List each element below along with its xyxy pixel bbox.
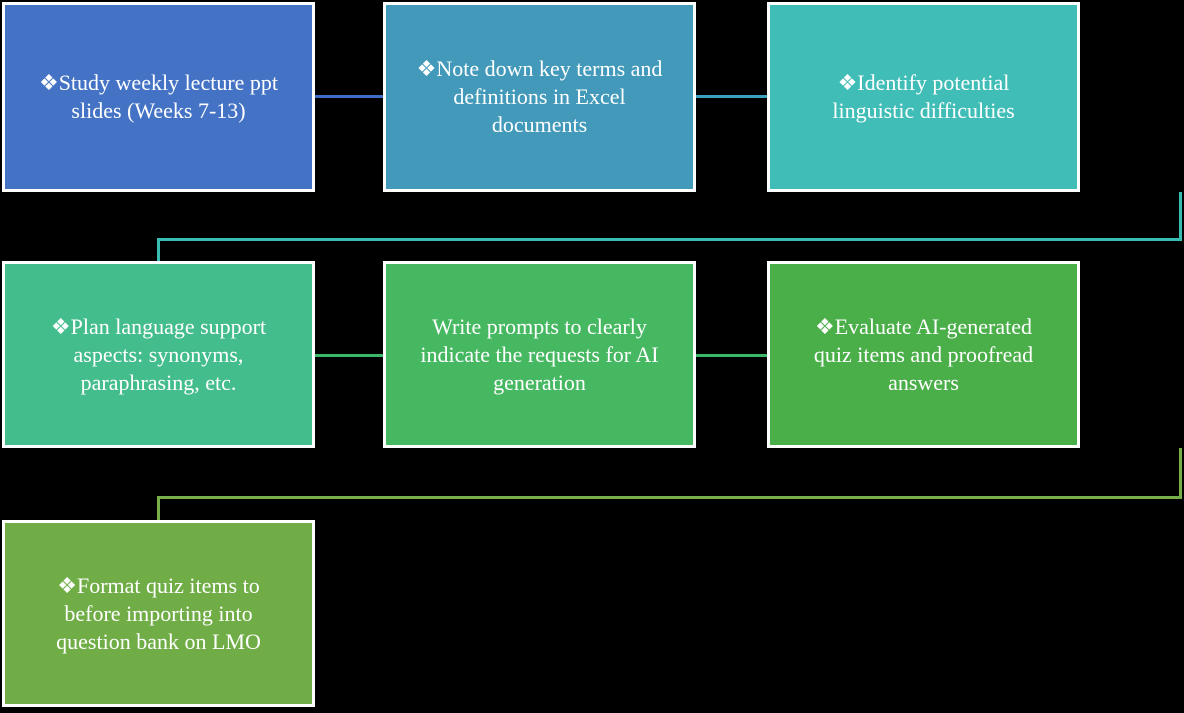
connector-step3-step4-vertical-right	[1179, 192, 1182, 241]
flow-step-1-box: ❖Study weekly lecture ppt slides (Weeks …	[2, 2, 315, 192]
flow-step-2-box: ❖Note down key terms and definitions in …	[383, 2, 696, 192]
connector-step6-step7-vertical-drop	[157, 499, 160, 520]
flow-step-6-box: ❖Evaluate AI-generated quiz items and pr…	[767, 261, 1080, 448]
flow-step-2-label: ❖Note down key terms and definitions in …	[416, 56, 663, 137]
flow-step-7-box: ❖Format quiz items to before importing i…	[2, 520, 315, 707]
connector-step3-step4-horizontal	[157, 238, 1182, 241]
flow-step-3-box: ❖Identify potential linguistic difficult…	[767, 2, 1080, 192]
flow-step-1-label: ❖Study weekly lecture ppt slides (Weeks …	[38, 70, 279, 123]
connector-step5-step6-line	[696, 354, 767, 357]
flow-step-4-box: ❖Plan language support aspects: synonyms…	[2, 261, 315, 448]
connector-step6-step7-vertical-right	[1179, 448, 1182, 499]
flow-step-3-label: ❖Identify potential linguistic difficult…	[832, 70, 1015, 123]
connector-step6-step7-horizontal	[157, 496, 1182, 499]
connector-step2-step3-line	[696, 95, 767, 98]
connector-step4-step5-line	[315, 354, 383, 357]
flow-step-5-label: Write prompts to clearly indicate the re…	[420, 313, 659, 395]
connector-step3-step4-vertical-drop	[157, 241, 160, 261]
connector-step1-step2-line	[315, 95, 383, 98]
flow-step-7-label: ❖Format quiz items to before importing i…	[56, 572, 261, 654]
flow-step-6-label: ❖Evaluate AI-generated quiz items and pr…	[813, 313, 1034, 395]
flow-step-4-label: ❖Plan language support aspects: synonyms…	[50, 313, 267, 395]
flow-step-5-box: Write prompts to clearly indicate the re…	[383, 261, 696, 448]
